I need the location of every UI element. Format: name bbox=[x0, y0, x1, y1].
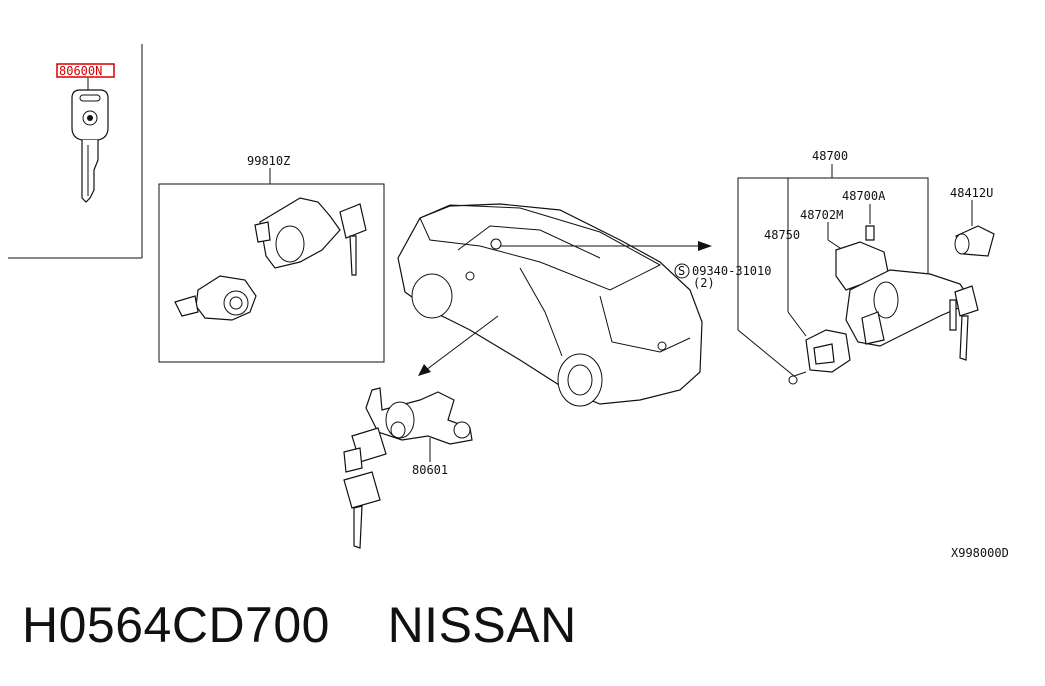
callout-arrows bbox=[418, 241, 712, 376]
knob-part[interactable]: 48412U bbox=[950, 186, 995, 257]
door-cylinder-part[interactable]: 80601 bbox=[343, 387, 473, 549]
label-lock-sub-m: 48702M bbox=[800, 208, 843, 222]
label-cyl-set: 99810Z bbox=[247, 154, 290, 168]
label-lock-sub-a: 48700A bbox=[842, 189, 886, 203]
footer-brand: NISSAN bbox=[387, 597, 577, 653]
footer-caption: H0564CD700 NISSAN bbox=[22, 596, 577, 654]
label-screw: 09340-31010 bbox=[692, 264, 771, 278]
diagram-ref-code: X998000D bbox=[951, 546, 1009, 560]
key-frame bbox=[8, 44, 143, 259]
label-door-cyl: 80601 bbox=[412, 463, 448, 477]
steering-lock-assembly[interactable]: 48700 48700A 48702M 48750 bbox=[737, 149, 979, 385]
label-lock-assy: 48700 bbox=[812, 149, 848, 163]
key-blank-part[interactable]: 80600N bbox=[56, 63, 115, 203]
key-label-highlight-box bbox=[56, 63, 115, 78]
screw-callout[interactable]: S 09340-31010 (2) bbox=[674, 263, 771, 290]
vehicle-hatchback bbox=[397, 203, 703, 407]
label-screw-qty: (2) bbox=[693, 276, 715, 290]
cylinder-set-part[interactable]: 99810Z bbox=[158, 154, 385, 363]
label-knob: 48412U bbox=[950, 186, 993, 200]
label-key-part: 80600N bbox=[59, 64, 102, 78]
label-screw-symbol: S bbox=[678, 264, 685, 278]
footer-part-number: H0564CD700 bbox=[22, 597, 330, 653]
label-lock-body: 48750 bbox=[764, 228, 800, 242]
